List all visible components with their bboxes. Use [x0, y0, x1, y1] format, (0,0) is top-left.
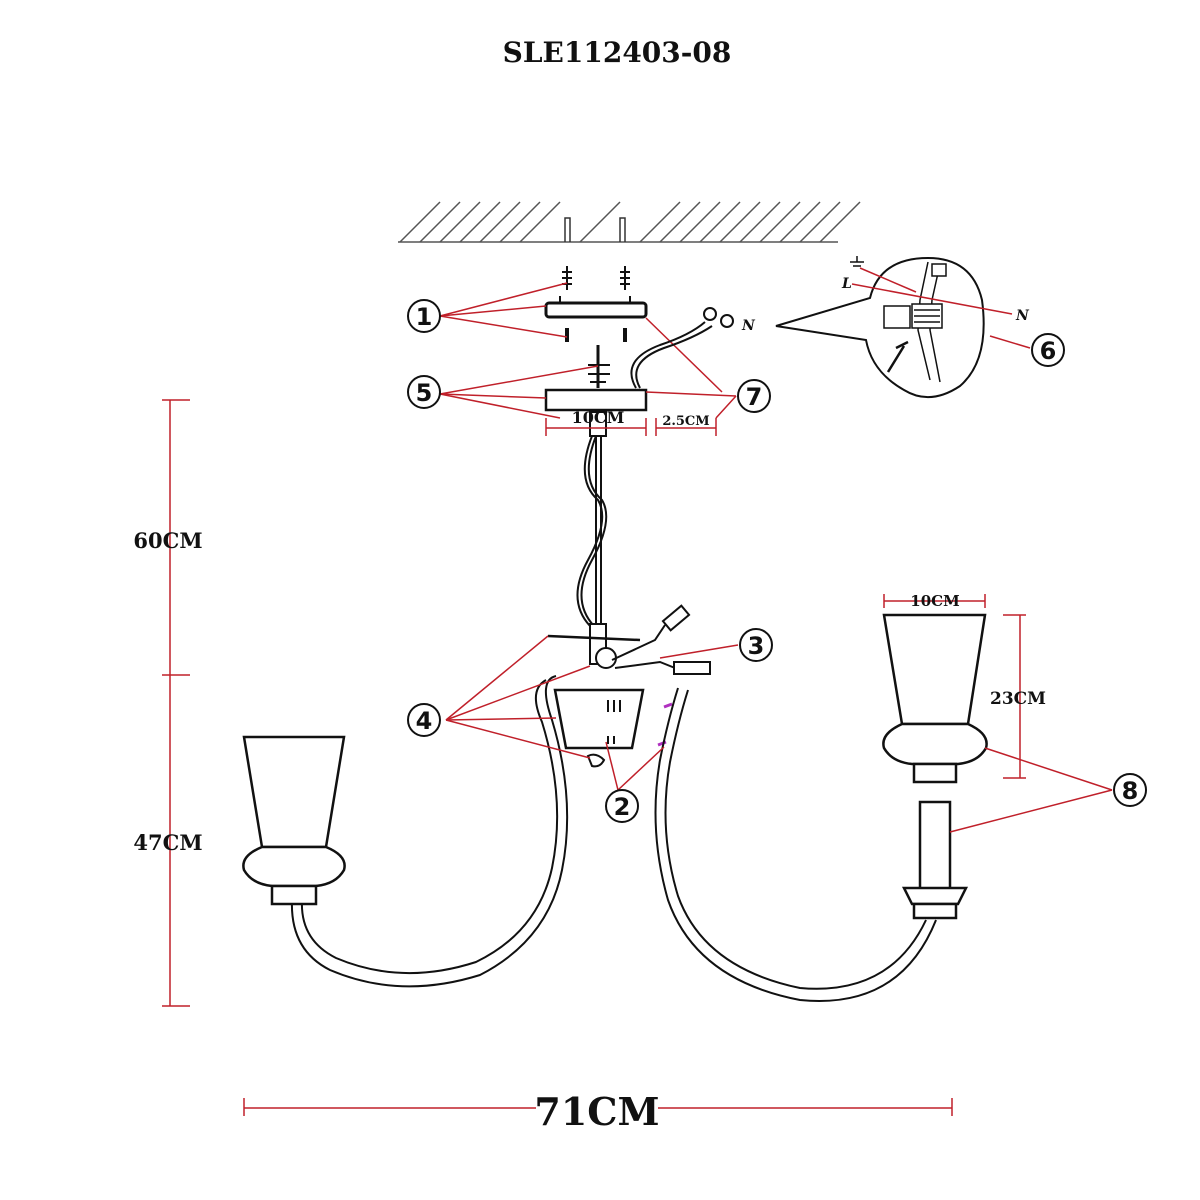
total-width-dimension: [243, 1098, 953, 1116]
callout-badges: 1 2 3 4 5 6 7 8: [407, 299, 1147, 823]
canopy-width-label: 10CM: [572, 408, 625, 427]
shade-width-label: 10CM: [910, 592, 959, 610]
model-title: SLE112403-08: [503, 36, 732, 69]
callout-2-leaders: [605, 741, 665, 791]
detached-shade: [882, 613, 988, 784]
left-shade: [242, 735, 346, 906]
ceiling: [398, 201, 861, 243]
callout-4: 4: [416, 707, 433, 735]
right-arm: [654, 687, 937, 1002]
canopy-dimension-lines: [545, 418, 717, 436]
callout-6: 6: [1040, 337, 1057, 365]
shade-height-label: 23CM: [990, 689, 1046, 709]
callout-1-leaders: [439, 282, 723, 393]
supply-neutral-label: N: [741, 318, 756, 334]
detail-neutral-label: N: [1015, 308, 1030, 324]
body-height-label: 47CM: [133, 830, 202, 855]
shade-dimension-lines: [883, 594, 1026, 779]
callout-8: 8: [1122, 777, 1139, 805]
wiring-detail-leaders: [851, 267, 1031, 349]
callout-1: 1: [416, 303, 433, 331]
callout-4-leaders: [445, 635, 591, 759]
ground-icon: [850, 256, 864, 267]
mounting-bracket: [544, 266, 648, 342]
callout-5: 5: [416, 379, 433, 407]
callout-3: 3: [748, 632, 765, 660]
canopy: [544, 345, 648, 437]
left-arm: [290, 675, 569, 988]
wire-connector: [611, 604, 711, 675]
drop-height-label: 60CM: [133, 528, 202, 553]
drop-height-dimension: [162, 399, 190, 1007]
total-width-label: 71CM: [534, 1089, 659, 1134]
right-socket: [901, 800, 969, 920]
suspension-cable: [547, 435, 641, 669]
callout-2: 2: [614, 793, 631, 821]
detail-live-label: L: [841, 276, 852, 292]
callout-8-leaders: [949, 747, 1113, 833]
callout-7: 7: [746, 383, 763, 411]
supply-wires: [630, 307, 734, 389]
canopy-depth-label: 2.5CM: [662, 414, 709, 429]
central-body: [553, 688, 645, 768]
callout-5-7-leaders: [439, 365, 737, 419]
callout-3-leader: [659, 644, 739, 659]
wiring-detail-bubble: [775, 256, 985, 398]
wiring-detail-content: [883, 261, 947, 383]
